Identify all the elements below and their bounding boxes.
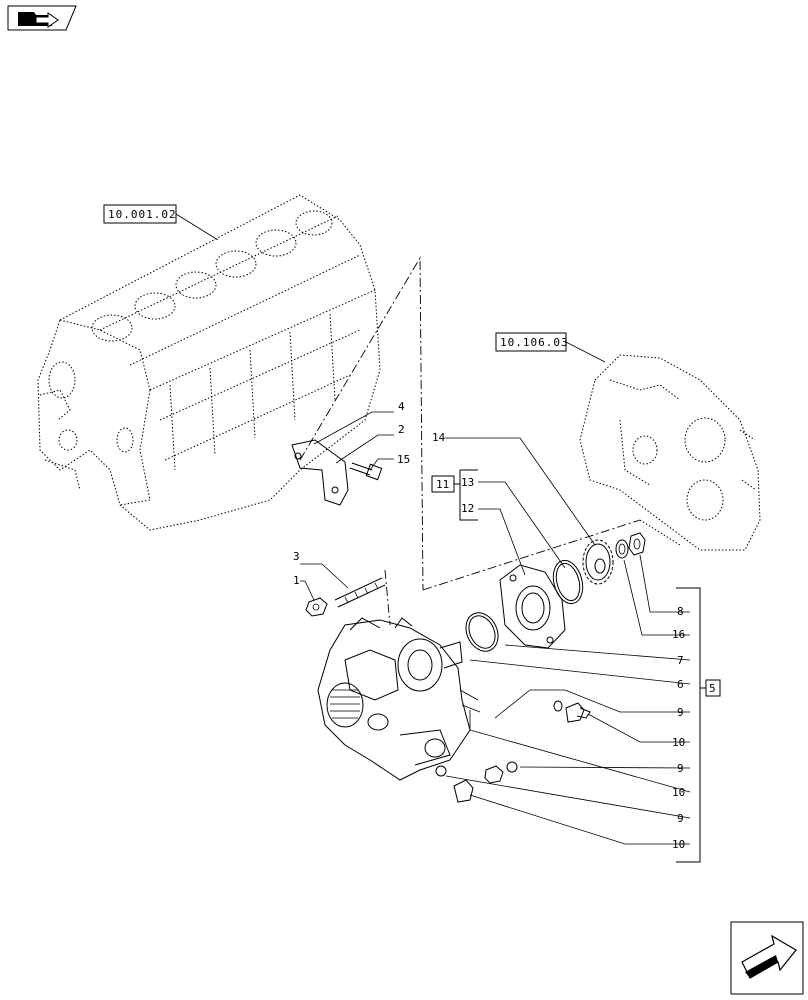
fitting-part-10-upper <box>565 702 591 723</box>
washer-part-16 <box>615 539 629 559</box>
folder-arrow-icon[interactable] <box>7 5 77 31</box>
callout-3: 3 <box>293 550 300 563</box>
callout-4: 4 <box>398 400 405 413</box>
callout-13: 13 <box>461 476 474 489</box>
callout-16: 16 <box>672 628 685 641</box>
stud-part-3 <box>334 577 386 608</box>
fitting-part-10-low <box>453 779 474 803</box>
callout-10-mid: 10 <box>672 786 685 799</box>
callout-15: 15 <box>397 453 410 466</box>
kit-11-label: 11 <box>436 478 449 491</box>
kit-5-label: 5 <box>709 682 716 695</box>
next-page-arrow-icon[interactable] <box>730 921 804 995</box>
timing-cover-drawing <box>579 354 761 551</box>
callout-9-upper: 9 <box>677 706 684 719</box>
callout-10-upper: 10 <box>672 736 685 749</box>
kit-box-11: 11 <box>431 469 478 521</box>
seal-part-9-low <box>435 765 447 777</box>
gear-part-14 <box>582 539 614 585</box>
ref-timing-cover[interactable]: 10.106.03 <box>495 332 606 363</box>
o-ring-part-13 <box>552 559 584 605</box>
ref-engine-block-label: 10.001.02 <box>108 208 177 221</box>
nut-part-1 <box>305 597 328 617</box>
nut-part-8 <box>628 532 646 556</box>
o-ring-part-7 <box>465 612 499 652</box>
leader-lines <box>300 411 706 863</box>
callout-7: 7 <box>677 654 684 667</box>
bracket-part-4 <box>291 439 349 506</box>
fitting-part-10-mid <box>484 765 504 784</box>
bolt-part-15 <box>349 462 383 481</box>
injection-pump-drawing <box>317 617 481 781</box>
callout-8: 8 <box>677 605 684 618</box>
callout-9-mid: 9 <box>677 762 684 775</box>
callout-numbers: 4 2 15 3 1 14 13 12 8 16 7 6 9 10 9 10 9… <box>293 400 685 851</box>
callout-2: 2 <box>398 423 405 436</box>
ref-timing-cover-label: 10.106.03 <box>500 336 569 349</box>
kit-box-5: 5 <box>705 679 721 697</box>
flange-part-12 <box>499 564 566 649</box>
seal-part-9-mid <box>506 761 518 773</box>
callout-1: 1 <box>293 574 300 587</box>
callout-10-low: 10 <box>672 838 685 851</box>
callout-6: 6 <box>677 678 684 691</box>
seal-part-9-upper <box>553 700 563 712</box>
engine-block-drawing <box>37 194 381 531</box>
callout-14: 14 <box>432 431 446 444</box>
callout-9-low: 9 <box>677 812 684 825</box>
callout-12: 12 <box>461 502 474 515</box>
ref-engine-block[interactable]: 10.001.02 <box>103 204 219 241</box>
assembly-center-lines <box>299 256 641 626</box>
